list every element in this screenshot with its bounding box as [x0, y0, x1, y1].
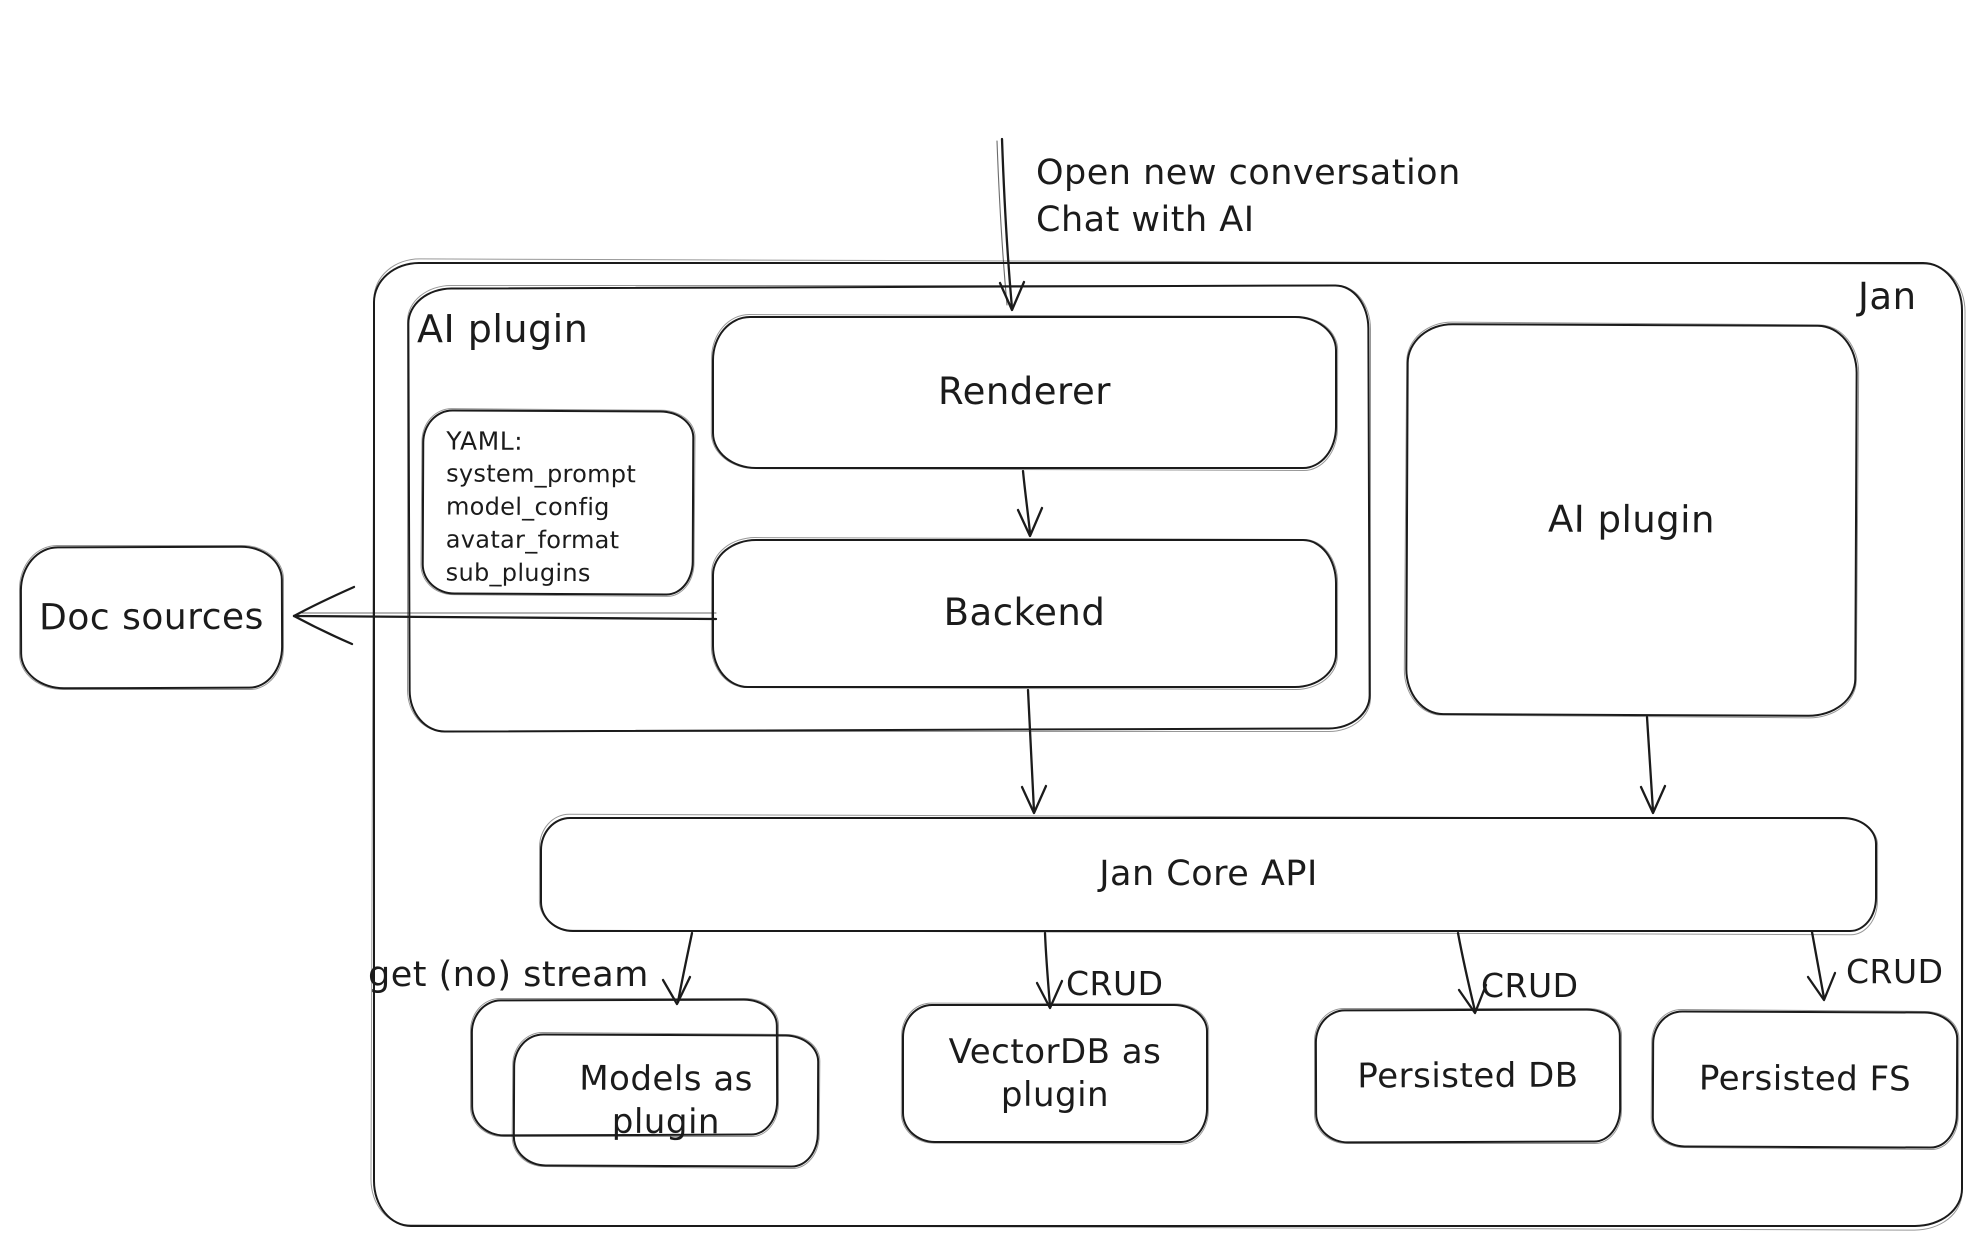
edge-label-get-no-stream: get (no) stream: [368, 955, 649, 995]
yaml-note-heading: YAML:: [446, 426, 524, 456]
doc-sources-node: Doc sources: [19, 545, 284, 690]
jan-container-label: Jan: [1858, 275, 1917, 318]
yaml-note: YAML: system_prompt model_config avatar_…: [421, 409, 695, 596]
renderer-node: Renderer: [712, 316, 1337, 469]
persisted-fs-label: Persisted FS: [1698, 1058, 1912, 1100]
edge-label-crud-persisted-fs: CRUD: [1846, 952, 1944, 991]
vectordb-as-plugin-label: VectorDB as plugin: [948, 1032, 1162, 1115]
edge-label-crud-persisted-db: CRUD: [1481, 966, 1579, 1005]
renderer-label: Renderer: [938, 370, 1111, 414]
jan-core-api-label: Jan Core API: [1099, 853, 1318, 894]
vectordb-as-plugin-node: VectorDB as plugin: [902, 1004, 1208, 1143]
persisted-db-label: Persisted DB: [1357, 1055, 1579, 1097]
ai-plugin-box: AI plugin: [1405, 323, 1858, 717]
ai-plugin-box-label: AI plugin: [1547, 497, 1716, 542]
jan-container: [373, 262, 1963, 1227]
persisted-fs-node: Persisted FS: [1651, 1010, 1959, 1149]
yaml-note-fields: system_prompt model_config avatar_format…: [445, 459, 637, 588]
models-as-plugin-node: Models as plugin: [512, 1033, 820, 1168]
doc-sources-label: Doc sources: [39, 596, 264, 639]
backend-node: Backend: [712, 539, 1337, 688]
backend-label: Backend: [943, 591, 1106, 635]
ai-plugin-container-label: AI plugin: [417, 307, 589, 351]
edge-label-user-to-renderer: Open new conversation Chat with AI: [1036, 153, 1461, 240]
models-as-plugin-label: Models as plugin: [579, 1058, 754, 1142]
edge-label-crud-vectordb: CRUD: [1066, 964, 1164, 1003]
persisted-db-node: Persisted DB: [1314, 1008, 1622, 1144]
jan-core-api-node: Jan Core API: [540, 817, 1877, 932]
